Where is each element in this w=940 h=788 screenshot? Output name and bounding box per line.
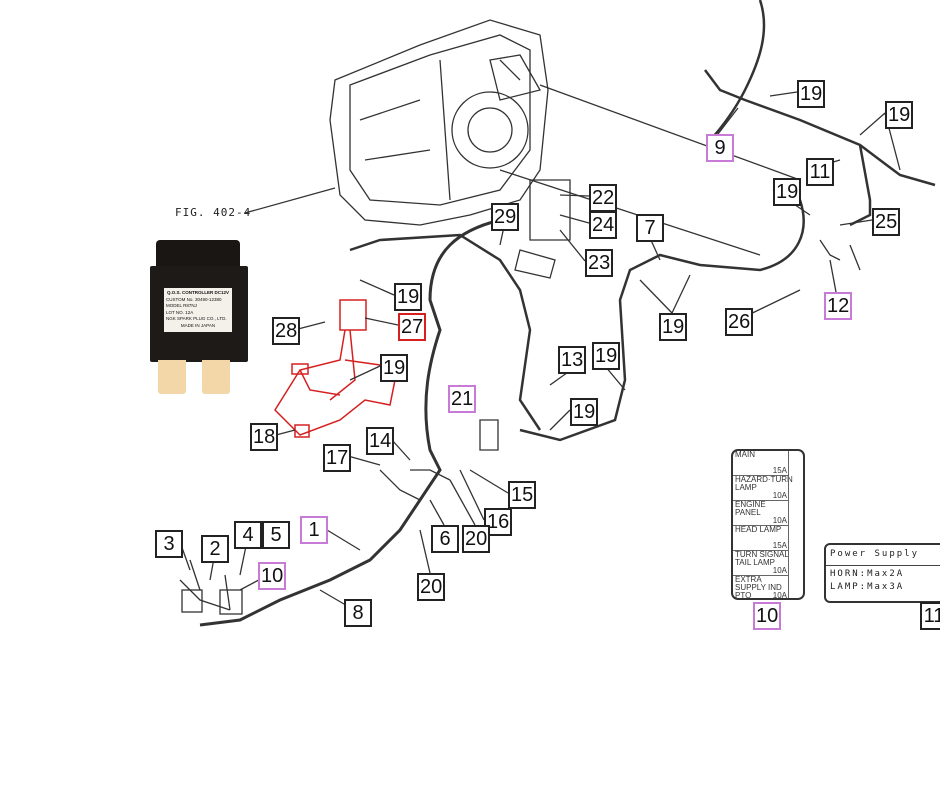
callout-22[interactable]: 19 [570, 398, 599, 426]
callout-17[interactable]: 12 [824, 292, 853, 320]
callout-16[interactable]: 26 [725, 308, 754, 336]
callout-1[interactable]: 19 [797, 80, 826, 108]
callout-32[interactable]: 5 [262, 521, 290, 549]
callout-26[interactable]: 15 [508, 481, 537, 509]
callout-30[interactable]: 2 [201, 535, 229, 563]
relay-title: Q.O.S. CONTROLLER DC12V [166, 290, 229, 295]
callout-35[interactable]: 10 [258, 562, 287, 590]
callout-15[interactable]: 19 [659, 313, 688, 341]
callout-21[interactable]: 21 [448, 385, 477, 413]
callout-31[interactable]: 4 [234, 521, 262, 549]
callout-6[interactable]: 22 [589, 184, 618, 212]
callout-5[interactable]: 19 [773, 178, 802, 206]
callout-8[interactable]: 29 [491, 203, 520, 231]
callout-19[interactable]: 19 [592, 342, 621, 370]
callout-9[interactable]: 25 [872, 208, 901, 236]
custom-no: 30490-12380 [194, 296, 222, 302]
lamp-rating: LAMP:Max3A [830, 582, 905, 592]
callout-37[interactable]: 8 [344, 599, 372, 627]
callout-29[interactable]: 3 [155, 530, 183, 558]
model: R87NJ [183, 303, 197, 308]
horn-rating: HORN:Max2A [830, 569, 905, 579]
callout-7[interactable]: 24 [589, 211, 618, 239]
maker: NGK SPARK PLUG CO., LTD. [166, 316, 227, 321]
callout-20[interactable]: 19 [380, 354, 409, 382]
figure-reference: FIG. 402-4 [175, 206, 252, 219]
lot-label: LOT NO. [166, 309, 184, 315]
figref-leader [244, 187, 336, 214]
lot: 12A [185, 309, 194, 315]
callout-25[interactable]: 17 [323, 444, 352, 472]
callout-38[interactable]: 10 [753, 602, 782, 630]
callout-12[interactable]: 19 [394, 283, 423, 311]
callout-18[interactable]: 13 [558, 346, 587, 374]
power-supply-title: Power Supply [826, 545, 940, 566]
power-supply-label: Power Supply HORN:Max2A LAMP:Max3A [824, 543, 940, 603]
custom-no-label: CUSTOM No. [166, 296, 194, 302]
origin: MADE IN JAPAN [180, 322, 216, 328]
callout-11[interactable]: 23 [585, 249, 614, 277]
callout-33[interactable]: 6 [431, 525, 459, 553]
callout-39[interactable]: 11 [920, 602, 940, 630]
callout-4[interactable]: 11 [806, 158, 834, 186]
relay-photo: Q.O.S. CONTROLLER DC12V CUSTOM No. 30490… [150, 240, 248, 400]
callout-14[interactable]: 27 [398, 313, 427, 341]
callout-36[interactable]: 20 [417, 573, 446, 601]
callout-13[interactable]: 28 [272, 317, 301, 345]
callout-28[interactable]: 1 [300, 516, 328, 544]
bracket-22 [529, 179, 571, 241]
model-label: MODEL [166, 303, 182, 308]
callout-24[interactable]: 14 [366, 427, 395, 455]
callout-3[interactable]: 9 [706, 134, 734, 162]
callout-2[interactable]: 19 [885, 101, 914, 129]
transmission-case [329, 19, 549, 226]
callout-23[interactable]: 18 [250, 423, 279, 451]
callout-10[interactable]: 7 [636, 214, 664, 242]
callout-34[interactable]: 20 [462, 525, 491, 553]
